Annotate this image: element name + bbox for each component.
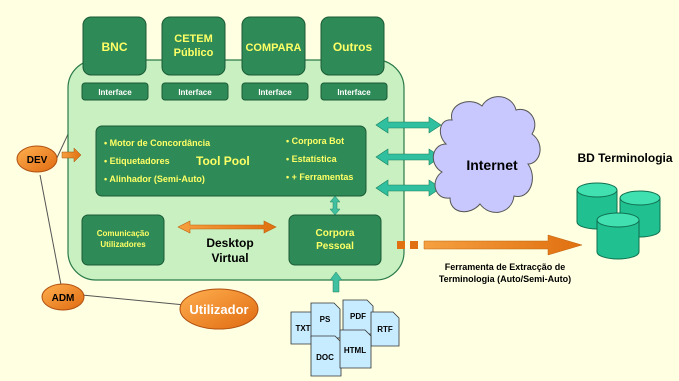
dev-adm-line [39, 174, 63, 291]
svg-text:Interface: Interface [337, 88, 371, 97]
source-compara[interactable]: COMPARA [241, 16, 306, 76]
svg-text:ADM: ADM [52, 293, 75, 304]
bd-terminologia-label: BD Terminologia [577, 151, 672, 165]
internet-arrow-3 [375, 179, 442, 197]
adm-node[interactable]: ADM [41, 283, 85, 311]
source-compara-label: COMPARA [245, 42, 301, 54]
tool-item-etiquetadores: • Etiquetadores [104, 156, 170, 166]
documents-arrow [329, 271, 343, 293]
svg-text:Comunicação: Comunicação [97, 229, 150, 238]
documents-group: TXT PS PDF RTF DOC HTML [290, 299, 400, 377]
database-icon[interactable] [576, 182, 661, 260]
desktop-virtual-label-2: Virtual [211, 251, 248, 265]
source-cetem-label-2: Público [174, 47, 214, 59]
internet-cloud[interactable]: Internet [432, 96, 541, 213]
svg-text:Interface: Interface [258, 88, 292, 97]
utilizador-node[interactable]: Utilizador [179, 288, 259, 330]
source-cetem[interactable]: CETEM Público [161, 16, 226, 76]
dev-arrow [61, 147, 82, 163]
svg-text:Interface: Interface [178, 88, 212, 97]
ferramenta-label-1: Ferramenta de Extracção de [445, 262, 566, 272]
document-pdf: PDF [342, 299, 374, 335]
source-bnc-label: BNC [102, 40, 128, 54]
tool-pool[interactable]: • Motor de Concordância • Etiquetadores … [95, 125, 367, 197]
extraction-arrow [397, 234, 583, 256]
svg-text:RTF: RTF [377, 325, 393, 334]
document-doc: DOC [310, 335, 342, 377]
svg-text:PS: PS [320, 315, 331, 324]
internet-arrow-2 [375, 148, 442, 166]
tool-pool-title: Tool Pool [196, 154, 250, 168]
corpora-pessoal[interactable]: Corpora Pessoal [288, 214, 382, 266]
tool-item-alinhador: • Alinhador (Semi-Auto) [104, 174, 205, 184]
svg-text:DEV: DEV [27, 155, 48, 166]
toolpool-corpora-arrow [329, 195, 341, 216]
source-cetem-label-1: CETEM [174, 33, 213, 45]
source-outros-label: Outros [333, 40, 373, 54]
svg-text:Corpora: Corpora [316, 228, 355, 239]
svg-text:Interface: Interface [98, 88, 132, 97]
interface-4: Interface [320, 82, 388, 101]
ferramenta-label-2: Terminologia (Auto/Semi-Auto) [439, 274, 571, 284]
document-rtf: RTF [370, 311, 400, 347]
tool-item-concordancia: • Motor de Concordância [104, 138, 211, 148]
tool-item-mais-ferramentas: • + Ferramentas [286, 172, 353, 182]
comunicacao-corpora-arrow [177, 220, 277, 234]
svg-text:Pessoal: Pessoal [316, 241, 354, 252]
source-bnc[interactable]: BNC [82, 16, 147, 76]
internet-arrow-1 [375, 116, 442, 134]
interface-3: Interface [241, 82, 309, 101]
svg-text:Utilizador: Utilizador [189, 302, 248, 317]
desktop-virtual-label-1: Desktop [206, 236, 253, 250]
interface-1: Interface [81, 82, 149, 101]
adm-utilizador-line [81, 294, 186, 306]
internet-label: Internet [466, 157, 518, 173]
document-ps: PS [310, 302, 341, 339]
dev-node[interactable]: DEV [16, 145, 58, 173]
svg-text:Utilizadores: Utilizadores [100, 240, 146, 249]
svg-text:DOC: DOC [316, 353, 334, 362]
document-html: HTML [339, 329, 372, 369]
svg-text:PDF: PDF [350, 312, 366, 321]
tool-item-estatistica: • Estatística [286, 154, 338, 164]
source-outros[interactable]: Outros [320, 16, 385, 76]
interface-2: Interface [161, 82, 229, 101]
tool-item-corpora-bot: • Corpora Bot [286, 136, 344, 146]
comunicacao-utilizadores[interactable]: Comunicação Utilizadores [81, 214, 165, 266]
svg-text:TXT: TXT [295, 324, 310, 333]
svg-text:HTML: HTML [344, 346, 366, 355]
